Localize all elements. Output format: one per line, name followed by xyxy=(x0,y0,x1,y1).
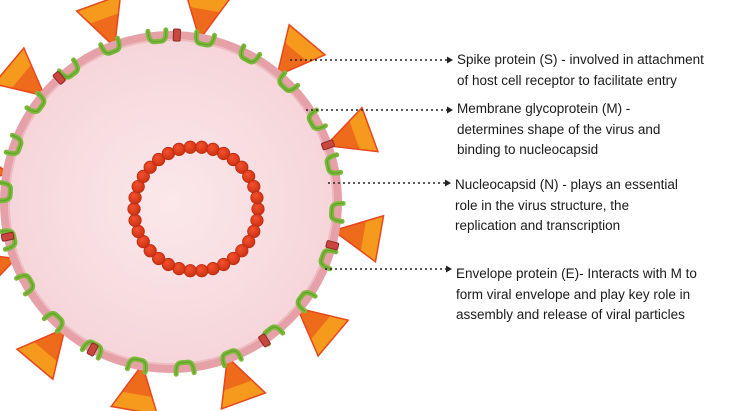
membrane-glycoprotein xyxy=(324,152,344,176)
membrane-glycoprotein xyxy=(329,200,346,224)
nucleocapsid-bead xyxy=(235,244,249,258)
membrane-glycoproteins xyxy=(0,27,346,377)
envelope-protein-label: Envelope protein (E)- Interacts with M t… xyxy=(456,266,697,322)
nucleocapsid-bead xyxy=(183,140,197,154)
nucleocapsid-bead xyxy=(161,257,175,272)
spike-protein-base xyxy=(11,64,45,96)
nucleocapsid-bead xyxy=(226,152,240,167)
membrane-glycoprotein xyxy=(3,132,24,157)
envelope-pointer-arrowhead xyxy=(446,265,452,273)
membrane-pointer-arrowhead xyxy=(447,106,453,114)
membrane-glycoprotein xyxy=(238,43,263,65)
nucleocapsid-bead xyxy=(195,264,209,278)
membrane-glycoprotein-label: Membrane glycoprotein (M) - determines s… xyxy=(457,101,661,157)
nucleocapsid-bead xyxy=(143,244,157,258)
envelope-protein xyxy=(321,139,335,151)
nucleocapsid-bead xyxy=(206,262,220,276)
membrane-glycoprotein xyxy=(318,247,339,272)
envelope-proteins xyxy=(0,28,340,357)
viral-envelope xyxy=(0,31,342,373)
envelope-protein xyxy=(258,333,271,348)
nucleocapsid-bead xyxy=(136,169,150,183)
spike-pointer-arrowhead xyxy=(447,56,453,64)
nucleocapsid-bead xyxy=(131,224,145,238)
nucleocapsid-bead xyxy=(152,251,166,266)
pointers xyxy=(290,56,453,273)
nucleocapsid-bead xyxy=(235,160,249,174)
nucleocapsid-bead xyxy=(152,152,166,167)
membrane-glycoprotein xyxy=(24,90,47,114)
membrane-glycoprotein xyxy=(14,273,36,297)
membrane-glycoprotein xyxy=(277,70,301,93)
envelope-protein xyxy=(172,28,181,42)
nucleocapsid-bead xyxy=(250,213,264,227)
envelope-protein xyxy=(86,342,99,357)
nucleocapsid-bead xyxy=(226,251,240,266)
nucleocapsid-bead xyxy=(143,160,157,174)
spike-protein-base xyxy=(326,120,360,150)
membrane-glycoprotein xyxy=(98,35,122,56)
nucleocapsid-bead xyxy=(242,235,256,249)
spike-protein-base xyxy=(223,357,253,391)
nucleocapsid-bead xyxy=(195,140,209,154)
nucleocapsid-bead xyxy=(183,264,197,278)
nucleocapsid-bead xyxy=(247,180,261,194)
spike-protein-base xyxy=(333,220,367,251)
nucleocapsid-bead xyxy=(128,213,142,227)
spike-proteins xyxy=(0,0,385,411)
envelope-protein xyxy=(325,240,340,251)
membrane-glycoprotein xyxy=(41,311,65,334)
nucleocapsid-bead xyxy=(250,191,264,205)
spike-protein-base xyxy=(297,308,331,340)
membrane-glycoprotein xyxy=(145,27,169,45)
membrane-glycoprotein xyxy=(193,29,218,48)
envelope-protein xyxy=(0,231,15,242)
nucleocapsid-bead xyxy=(251,202,265,216)
membrane-glycoprotein xyxy=(56,57,80,80)
membrane-glycoprotein xyxy=(173,359,197,377)
nucleocapsid-bead xyxy=(217,146,231,161)
spike-protein-label: Spike protein (S) - involved in attachme… xyxy=(457,52,704,88)
membrane-glycoprotein xyxy=(295,290,318,314)
spike-protein-base xyxy=(89,13,119,47)
spike-protein-base xyxy=(33,328,65,362)
nucleocapsid-pointer-arrowhead xyxy=(445,179,451,187)
envelope-protein xyxy=(52,71,66,85)
envelope-inner-edge xyxy=(8,39,334,365)
nucleocapsid xyxy=(127,140,265,278)
membrane-glycoprotein xyxy=(0,180,13,204)
membrane-glycoprotein xyxy=(220,348,244,369)
membrane-glycoprotein xyxy=(124,356,149,375)
membrane-glycoprotein xyxy=(306,107,328,131)
spike-protein-base xyxy=(277,42,309,76)
nucleocapsid-bead xyxy=(172,142,186,156)
nucleocapsid-bead xyxy=(128,191,142,205)
nucleocapsid-label: Nucleocapsid (N) - plays an essential ro… xyxy=(455,177,678,233)
nucleocapsid-bead xyxy=(127,202,141,216)
